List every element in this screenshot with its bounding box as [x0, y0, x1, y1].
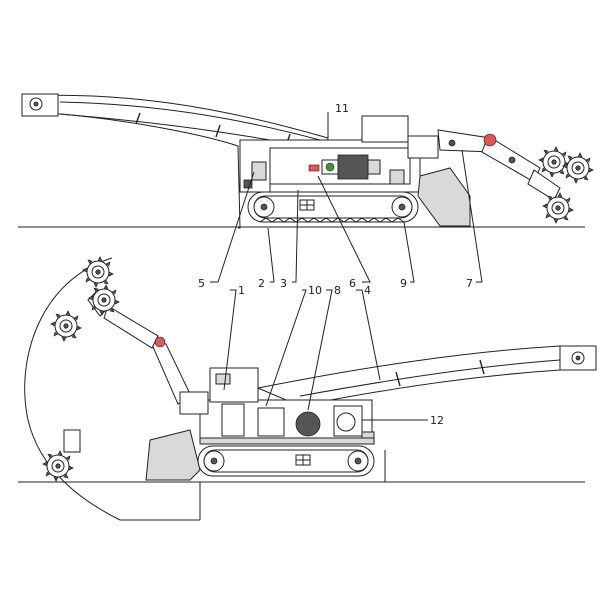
label-1: 1 [238, 284, 245, 297]
label-2: 2 [258, 277, 265, 290]
cutter-head-upper-3 [542, 192, 574, 224]
cutter-head-lower-3 [50, 310, 82, 342]
upper-view [18, 93, 594, 229]
label-5: 5 [198, 277, 205, 290]
machine-body-upper [239, 115, 421, 193]
label-3: 3 [280, 277, 287, 290]
crawler-track-lower [197, 445, 375, 477]
callouts: 11 5 2 3 6 9 7 1 10 8 4 12 [198, 102, 483, 427]
front-shovel-upper [417, 167, 471, 227]
machine-body-lower [199, 367, 375, 445]
lower-view [18, 256, 597, 521]
cutting-arm-upper [407, 129, 561, 201]
front-shovel-lower [145, 429, 201, 481]
label-9: 9 [400, 277, 407, 290]
cutter-head-upper-2 [562, 152, 594, 184]
cutter-head-lower-4 [42, 450, 74, 482]
cutter-head-lower-1 [82, 256, 114, 288]
label-10: 10 [308, 284, 322, 297]
label-8: 8 [334, 284, 341, 297]
label-6: 6 [349, 277, 356, 290]
cutter-head-upper-1 [538, 146, 570, 178]
conveyor-boom-upper [21, 93, 329, 229]
label-4: 4 [364, 284, 371, 297]
conveyor-boom-lower [256, 345, 597, 407]
label-12: 12 [430, 414, 444, 427]
label-11: 11 [335, 102, 349, 115]
cutting-swing-arc [24, 257, 200, 521]
label-7: 7 [466, 277, 473, 290]
